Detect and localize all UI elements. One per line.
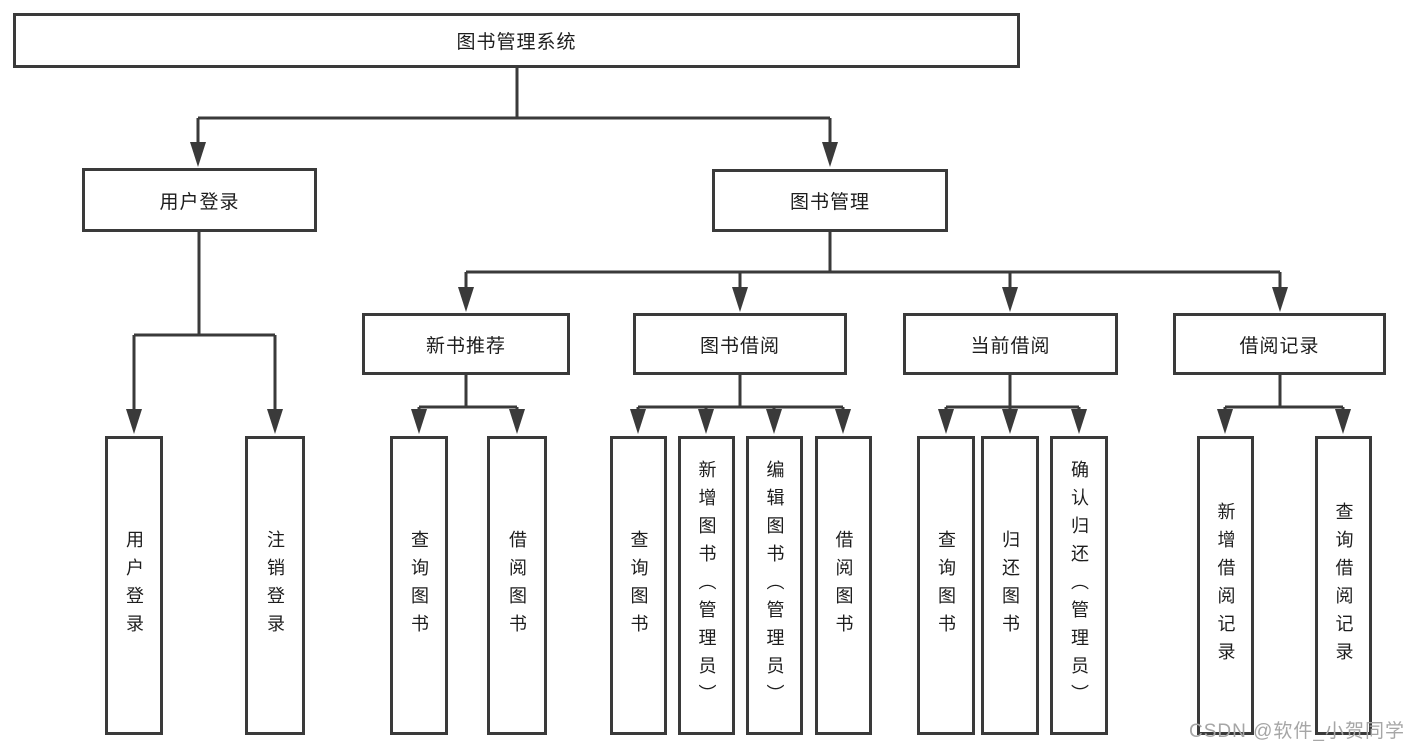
node-library-management-system: 图书管理系统 bbox=[13, 13, 1020, 68]
node-leaf-borrow-books: 借阅图书 bbox=[815, 436, 872, 735]
node-label: 新增借阅记录 bbox=[1215, 501, 1236, 670]
node-label: 注销登录 bbox=[265, 529, 285, 642]
node-label: 查询图书 bbox=[936, 529, 956, 642]
node-book-management: 图书管理 bbox=[712, 169, 948, 232]
node-leaf-user-login: 用户登录 bbox=[105, 436, 163, 735]
node-label: 用户登录 bbox=[124, 529, 144, 642]
node-borrowing-records: 借阅记录 bbox=[1173, 313, 1386, 375]
node-leaf-edit-book-admin: 编辑图书（管理员） bbox=[746, 436, 803, 735]
node-label: 当前借阅 bbox=[970, 335, 1051, 357]
node-label: 借阅图书 bbox=[507, 529, 527, 642]
node-label: 编辑图书（管理员） bbox=[764, 459, 785, 712]
node-label: 查询图书 bbox=[628, 529, 649, 642]
node-user-login-group: 用户登录 bbox=[82, 168, 317, 232]
node-label: 归还图书 bbox=[1000, 529, 1020, 642]
node-leaf-query-books-borrow: 查询图书 bbox=[610, 436, 667, 735]
node-label: 图书管理 bbox=[789, 192, 870, 213]
node-leaf-logout: 注销登录 bbox=[245, 436, 305, 735]
node-label: 用户登录 bbox=[159, 191, 240, 213]
node-leaf-confirm-return-admin: 确认归还（管理员） bbox=[1050, 436, 1108, 735]
node-leaf-query-books-recommend: 查询图书 bbox=[390, 436, 448, 735]
node-label: 确认归还（管理员） bbox=[1069, 459, 1089, 712]
node-leaf-borrow-books-recommend: 借阅图书 bbox=[487, 436, 547, 735]
node-new-book-recommendation: 新书推荐 bbox=[362, 313, 570, 375]
node-label: 查询图书 bbox=[409, 529, 429, 642]
csdn-watermark: CSDN @软件_小贺同学 bbox=[1189, 721, 1405, 742]
node-leaf-add-book-admin: 新增图书（管理员） bbox=[678, 436, 735, 735]
node-label: 借阅记录 bbox=[1239, 335, 1320, 357]
node-book-borrowing: 图书借阅 bbox=[633, 313, 847, 375]
node-current-borrowing: 当前借阅 bbox=[903, 313, 1118, 375]
node-label: 图书管理系统 bbox=[456, 32, 577, 53]
node-leaf-query-borrow-record: 查询借阅记录 bbox=[1315, 436, 1372, 735]
node-label: 新增图书（管理员） bbox=[696, 459, 717, 712]
node-label: 新书推荐 bbox=[425, 335, 506, 357]
node-leaf-add-borrow-record: 新增借阅记录 bbox=[1197, 436, 1254, 735]
node-label: 图书借阅 bbox=[699, 335, 780, 357]
node-label: 借阅图书 bbox=[833, 529, 854, 642]
node-leaf-return-books: 归还图书 bbox=[981, 436, 1039, 735]
node-label: 查询借阅记录 bbox=[1333, 501, 1354, 670]
arrowhead-icons bbox=[126, 142, 1351, 434]
node-leaf-query-books-current: 查询图书 bbox=[917, 436, 975, 735]
